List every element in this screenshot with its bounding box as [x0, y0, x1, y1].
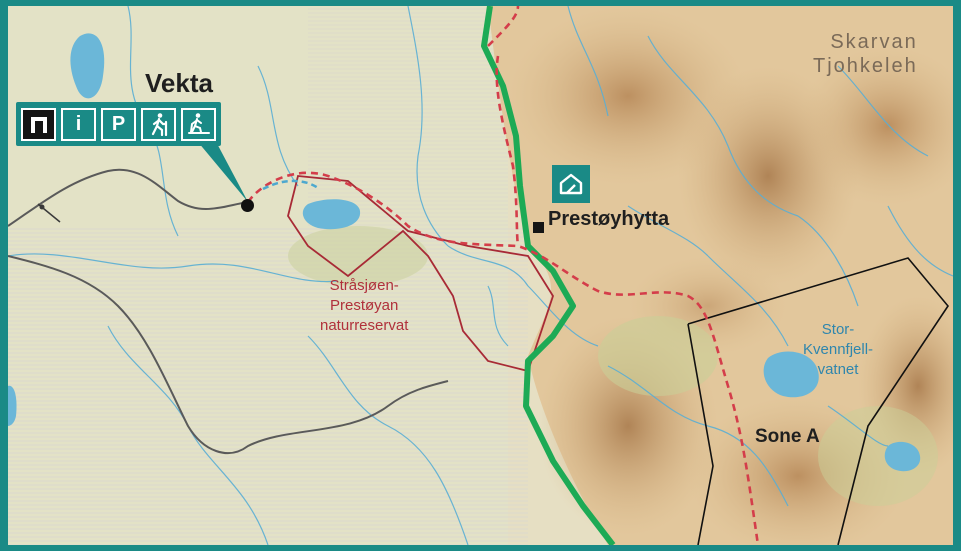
- mountain-label: Skarvan Tjohkeleh: [813, 30, 918, 78]
- info-glyph: i: [75, 112, 82, 135]
- parking-icon[interactable]: P: [101, 107, 136, 141]
- mountain-label-line2: Tjohkeleh: [813, 55, 918, 77]
- zone-a-border: [687, 257, 949, 545]
- national-park-border: [481, 6, 616, 545]
- zone-label: Sone A: [755, 426, 820, 447]
- marsh-area: [8, 226, 528, 545]
- cabin-marker[interactable]: [533, 222, 544, 233]
- nature-reserve-label-line2: Prestøyan: [330, 297, 399, 314]
- hiking-trail: [246, 6, 760, 545]
- staffed-cabin-icon[interactable]: [552, 165, 590, 203]
- map-frame[interactable]: Vekta i P: [8, 6, 953, 545]
- nature-reserve-label-line1: Stråsjøen-: [329, 277, 399, 294]
- lake-label-line3: vatnet: [817, 361, 859, 378]
- lake-straasjoen: [302, 199, 361, 230]
- roads: [8, 168, 449, 455]
- nature-reserve-label-line3: naturreservat: [320, 317, 409, 334]
- lake-label-line1: Stor-: [821, 321, 855, 338]
- lake-stor-kvennfjellvatnet: [763, 351, 819, 398]
- trailhead-marker[interactable]: [241, 199, 254, 212]
- lake-label-line2: Kvennfjell-: [803, 341, 874, 358]
- mountain-label-line1: Skarvan: [830, 31, 918, 53]
- lake-northwest: [70, 33, 105, 99]
- shelter-icon[interactable]: [21, 107, 56, 141]
- place-label-vekta: Vekta: [145, 68, 213, 98]
- trailhead-icon-bar: i P: [16, 102, 221, 146]
- nature-reserve-label: Stråsjøen- Prestøyan naturreservat: [320, 276, 408, 336]
- skiing-icon[interactable]: [181, 107, 216, 141]
- lake-label: Stor- Kvennfjell- vatnet: [803, 320, 873, 380]
- trailhead-pointer: [193, 136, 248, 202]
- parking-glyph: P: [111, 112, 126, 135]
- map-canvas[interactable]: [8, 6, 953, 545]
- info-icon[interactable]: i: [61, 107, 96, 141]
- hiking-icon[interactable]: [141, 107, 176, 141]
- place-label-prestoyhytta: Prestøyhytta: [548, 208, 670, 230]
